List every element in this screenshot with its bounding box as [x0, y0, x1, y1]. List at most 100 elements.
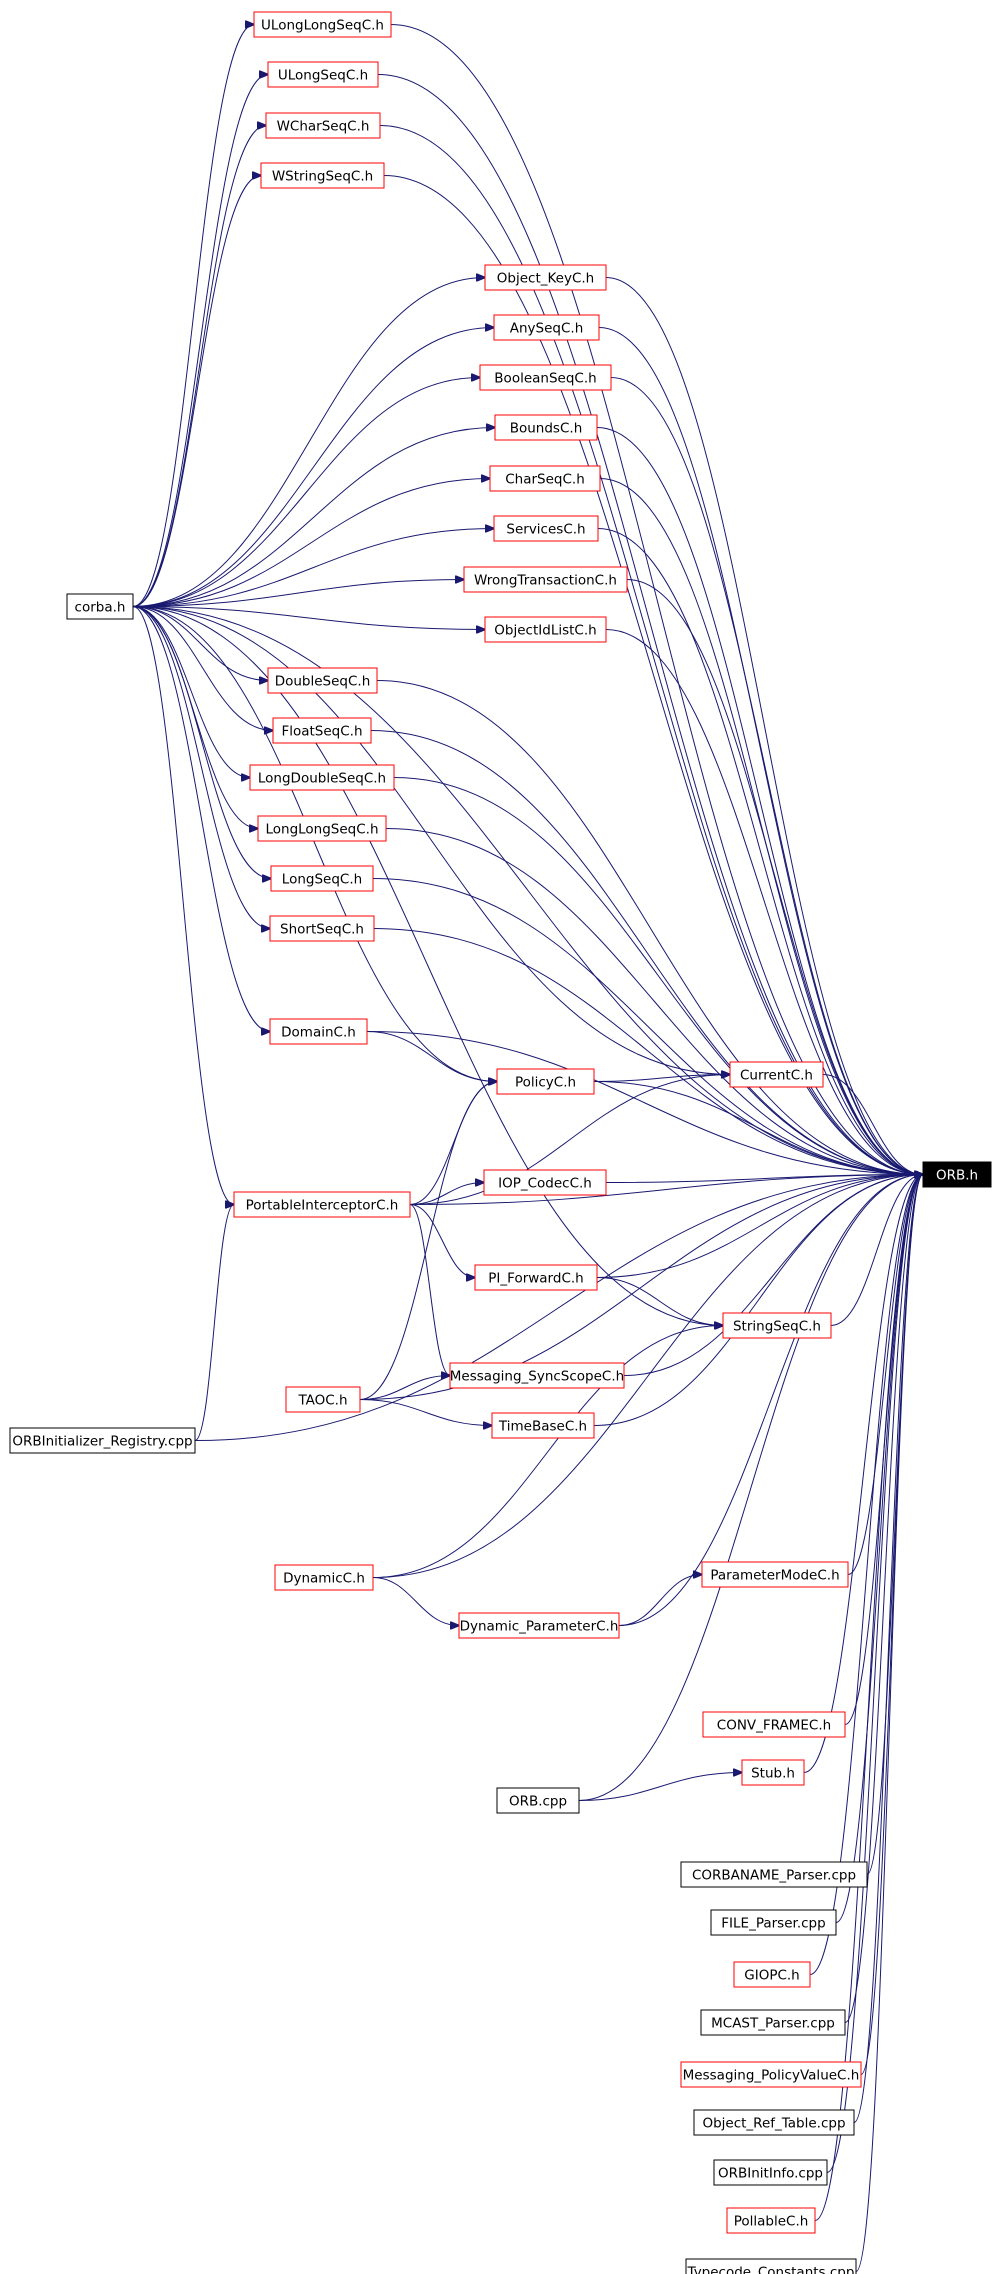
node-label: ObjectIdListC.h [494, 623, 596, 639]
edge-corba-h-to-shortseqc-h [132, 606, 270, 929]
node-label: WrongTransactionC.h [474, 573, 617, 589]
node-label: TAOC.h [297, 1393, 347, 1409]
node-orbinitinfo-cpp[interactable]: ORBInitInfo.cpp [713, 2159, 828, 2186]
edge-longlongseqc-h-to-orb-h [385, 828, 923, 1175]
edge-pi-forwardc-h-to-orb-h [596, 1175, 923, 1278]
node-box [267, 667, 378, 694]
edge-servicesc-h-to-orb-h [597, 528, 923, 1175]
node-typecode-constants-cpp[interactable]: Typecode_Constants.cpp [685, 2258, 857, 2274]
edge-taoc-h-to-timebasec-h [359, 1399, 492, 1426]
node-pi-forwardc-h[interactable]: PI_ForwardC.h [474, 1264, 598, 1291]
node-longdoubleseqc-h[interactable]: LongDoubleSeqC.h [249, 764, 395, 791]
node-wrongtransactionc-h[interactable]: WrongTransactionC.h [463, 566, 628, 593]
node-domainc-h[interactable]: DomainC.h [269, 1018, 368, 1045]
edge-corba-h-to-anyseqc-h [132, 328, 494, 607]
node-shortseqc-h[interactable]: ShortSeqC.h [269, 915, 375, 942]
node-box [484, 616, 607, 643]
node-box [741, 1759, 805, 1786]
node-label: Object_KeyC.h [497, 271, 594, 287]
node-stringseqc-h[interactable]: StringSeqC.h [722, 1312, 832, 1339]
edge-shortseqc-h-to-orb-h [373, 928, 923, 1175]
node-longlongseqc-h[interactable]: LongLongSeqC.h [257, 815, 387, 842]
node-label: DomainC.h [281, 1025, 356, 1041]
node-orbinitializer-registry-cpp[interactable]: ORBInitializer_Registry.cpp [9, 1427, 196, 1454]
node-doubleseqc-h[interactable]: DoubleSeqC.h [267, 667, 378, 694]
edge-ulongseqc-h-to-orb-h [377, 74, 923, 1175]
node-mcast-parser-cpp[interactable]: MCAST_Parser.cpp [700, 2009, 846, 2036]
node-object-ref-table-cpp[interactable]: Object_Ref_Table.cpp [693, 2109, 855, 2136]
node-wcharseqc-h[interactable]: WCharSeqC.h [265, 112, 381, 139]
edge-corba-h-to-objectidlistc-h [132, 606, 485, 630]
node-box [693, 2109, 855, 2136]
node-orb-cpp[interactable]: ORB.cpp [496, 1787, 580, 1814]
edge-policyc-h-to-orb-h [593, 1081, 923, 1175]
node-ulongseqc-h[interactable]: ULongSeqC.h [267, 61, 379, 88]
node-object-keyc-h[interactable]: Object_KeyC.h [484, 264, 607, 291]
node-ulonglongseqc-h[interactable]: ULongLongSeqC.h [253, 11, 392, 38]
node-label: CurrentC.h [740, 1068, 813, 1084]
edge-corba-h-to-longdoubleseqc-h [132, 606, 250, 778]
edge-corba-h-to-portableinterceptorc-h [132, 606, 234, 1205]
node-booleanseqc-h[interactable]: BooleanSeqC.h [479, 364, 612, 391]
edge-parametermodec-h-to-orb-h [847, 1175, 923, 1575]
edge-typecode-constants-cpp-to-orb-h [855, 1175, 923, 2272]
node-label: ULongSeqC.h [278, 68, 368, 84]
node-portableinterceptorc-h[interactable]: PortableInterceptorC.h [233, 1191, 411, 1218]
node-currentc-h[interactable]: CurrentC.h [729, 1061, 824, 1088]
node-corba-h[interactable]: corba.h [66, 593, 134, 620]
node-dynamicc-h[interactable]: DynamicC.h [274, 1564, 374, 1591]
node-longseqc-h[interactable]: LongSeqC.h [270, 865, 374, 892]
node-policyc-h[interactable]: PolicyC.h [496, 1068, 595, 1095]
node-wstringseqc-h[interactable]: WStringSeqC.h [260, 162, 385, 189]
edge-dynamicc-h-to-dynamic-parameterc-h [372, 1577, 459, 1626]
edge-portableinterceptorc-h-to-pi-forwardc-h [409, 1204, 475, 1278]
node-label: ParameterModeC.h [710, 1568, 839, 1584]
node-label: WCharSeqC.h [277, 119, 370, 135]
node-label: PI_ForwardC.h [488, 1271, 583, 1287]
edge-dynamic-parameterc-h-to-orb-h [618, 1175, 923, 1626]
node-label: ULongLongSeqC.h [261, 18, 384, 34]
node-objectidlistc-h[interactable]: ObjectIdListC.h [484, 616, 607, 643]
node-box [270, 865, 374, 892]
node-iop-codecc-h[interactable]: IOP_CodecC.h [483, 1169, 607, 1196]
node-label: CORBANAME_Parser.cpp [692, 1868, 856, 1884]
node-giopc-h[interactable]: GIOPC.h [733, 1961, 811, 1988]
edge-object-keyc-h-to-orb-h [605, 277, 923, 1175]
node-box [713, 2159, 828, 2186]
node-messaging-policyvaluec-h[interactable]: Messaging_PolicyValueC.h [680, 2061, 862, 2088]
edge-timebasec-h-to-orb-h [593, 1175, 923, 1426]
node-parametermodec-h[interactable]: ParameterModeC.h [701, 1561, 849, 1588]
node-box [496, 1787, 580, 1814]
node-dynamic-parameterc-h[interactable]: Dynamic_ParameterC.h [458, 1612, 620, 1639]
node-anyseqc-h[interactable]: AnySeqC.h [493, 314, 600, 341]
edge-corba-h-to-servicesc-h [132, 529, 494, 607]
node-taoc-h[interactable]: TAOC.h [285, 1386, 361, 1413]
node-label: BoundsC.h [510, 421, 583, 437]
edge-longseqc-h-to-orb-h [372, 878, 923, 1175]
node-label: PollableC.h [734, 2214, 809, 2230]
edge-domainc-h-to-orb-h [366, 1031, 923, 1175]
node-label: AnySeqC.h [510, 321, 584, 337]
node-box [729, 1061, 824, 1088]
node-corbaname-parser-cpp[interactable]: CORBANAME_Parser.cpp [680, 1861, 868, 1888]
edge-corba-h-to-doubleseqc-h [132, 606, 268, 681]
node-box [9, 1427, 196, 1454]
node-timebasec-h[interactable]: TimeBaseC.h [491, 1412, 595, 1439]
node-box [484, 264, 607, 291]
node-box [733, 1961, 811, 1988]
edge-mcast-parser-cpp-to-orb-h [844, 1175, 923, 2023]
node-file-parser-cpp[interactable]: FILE_Parser.cpp [710, 1909, 837, 1936]
node-label: IOP_CodecC.h [498, 1176, 592, 1192]
node-conv-framec-h[interactable]: CONV_FRAMEC.h [702, 1711, 846, 1738]
node-pollablec-h[interactable]: PollableC.h [726, 2207, 816, 2234]
node-stub-h[interactable]: Stub.h [741, 1759, 805, 1786]
node-floatseqc-h[interactable]: FloatSeqC.h [272, 717, 372, 744]
node-charseqc-h[interactable]: CharSeqC.h [489, 465, 601, 492]
node-boundsc-h[interactable]: BoundsC.h [494, 414, 598, 441]
edge-wstringseqc-h-to-orb-h [383, 175, 923, 1175]
node-label: MCAST_Parser.cpp [711, 2016, 835, 2032]
node-messaging-syncscopec-h[interactable]: Messaging_SyncScopeC.h [449, 1362, 625, 1389]
node-servicesc-h[interactable]: ServicesC.h [493, 515, 599, 542]
node-label: ShortSeqC.h [280, 922, 364, 938]
node-box [493, 515, 599, 542]
